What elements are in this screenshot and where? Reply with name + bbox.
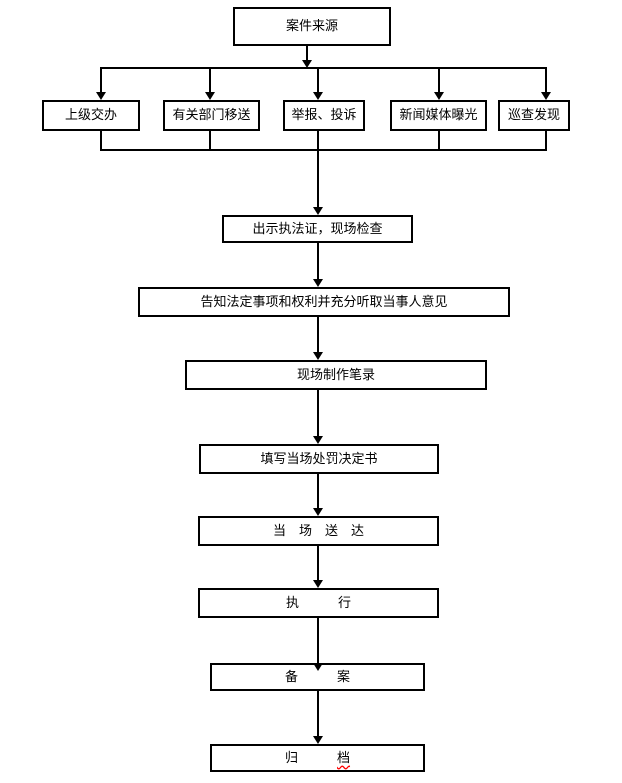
connector-spine-7 xyxy=(317,618,319,664)
node-archiving: 归 档 xyxy=(210,744,425,772)
arrow-down-icon xyxy=(313,508,323,516)
arrow-down-icon xyxy=(313,436,323,444)
node-label: 执 行 xyxy=(285,595,351,611)
node-onsite-delivery: 当 场 送 达 xyxy=(198,516,439,546)
arrow-down-icon xyxy=(302,60,312,68)
connector-merge-line xyxy=(100,149,547,151)
arrow-down-icon xyxy=(313,279,323,287)
connector-merge-4 xyxy=(438,131,440,151)
node-label: 归 档 xyxy=(285,752,350,765)
connector-drop-4 xyxy=(438,69,440,93)
connector-spine-8 xyxy=(317,691,319,737)
connector-spine-1 xyxy=(317,151,319,208)
node-case-source: 案件来源 xyxy=(233,7,391,46)
connector-spine-2 xyxy=(317,243,319,281)
arrow-down-icon xyxy=(313,736,323,744)
connector-source-shaft xyxy=(306,46,308,61)
spellcheck-underlined-text: 档 xyxy=(337,750,351,766)
node-label: 出示执法证，现场检查 xyxy=(252,221,383,237)
node-fill-decision: 填写当场处罚决定书 xyxy=(199,444,439,474)
connector-spine-3 xyxy=(317,317,319,353)
connector-merge-3 xyxy=(317,131,319,151)
node-execution: 执 行 xyxy=(198,588,439,618)
connector-spine-4 xyxy=(317,390,319,437)
arrow-down-icon xyxy=(434,92,444,100)
arrow-down-icon xyxy=(313,580,323,588)
connector-merge-5 xyxy=(545,131,547,151)
node-inform-rights: 告知法定事项和权利并充分听取当事人意见 xyxy=(138,287,510,317)
arrow-down-icon xyxy=(313,352,323,360)
node-label: 新闻媒体曝光 xyxy=(399,108,478,123)
node-label: 当 场 送 达 xyxy=(272,523,364,539)
arrow-down-icon xyxy=(96,92,106,100)
arrow-down-icon xyxy=(205,92,215,100)
connector-drop-5 xyxy=(545,69,547,93)
node-label-prefix: 归 xyxy=(284,750,337,766)
node-department-transfer: 有关部门移送 xyxy=(163,100,260,131)
node-media-exposure: 新闻媒体曝光 xyxy=(390,100,487,131)
node-label: 备 案 xyxy=(284,669,350,685)
node-label: 巡查发现 xyxy=(507,108,560,123)
node-label: 告知法定事项和权利并充分听取当事人意见 xyxy=(200,294,448,310)
node-label: 填写当场处罚决定书 xyxy=(260,451,378,467)
node-label: 有关部门移送 xyxy=(172,108,251,123)
node-show-credentials: 出示执法证，现场检查 xyxy=(222,215,413,243)
node-label: 举报、投诉 xyxy=(291,108,357,123)
connector-merge-2 xyxy=(209,131,211,151)
connector-spine-6 xyxy=(317,546,319,581)
node-patrol-discovery: 巡查发现 xyxy=(498,100,570,131)
node-report-complaint: 举报、投诉 xyxy=(283,100,365,131)
arrow-down-icon xyxy=(313,663,323,671)
connector-drop-1 xyxy=(100,69,102,93)
arrow-down-icon xyxy=(313,207,323,215)
connector-spine-5 xyxy=(317,474,319,509)
arrow-down-icon xyxy=(541,92,551,100)
node-superior-assignment: 上级交办 xyxy=(42,100,140,131)
arrow-down-icon xyxy=(313,92,323,100)
connector-drop-2 xyxy=(209,69,211,93)
node-onsite-record: 现场制作笔录 xyxy=(185,360,487,390)
connector-merge-1 xyxy=(100,131,102,151)
node-label: 现场制作笔录 xyxy=(296,367,375,383)
connector-branch-line xyxy=(100,67,547,69)
connector-drop-3 xyxy=(317,69,319,93)
node-label: 案件来源 xyxy=(285,19,338,34)
node-label: 上级交办 xyxy=(64,108,117,123)
